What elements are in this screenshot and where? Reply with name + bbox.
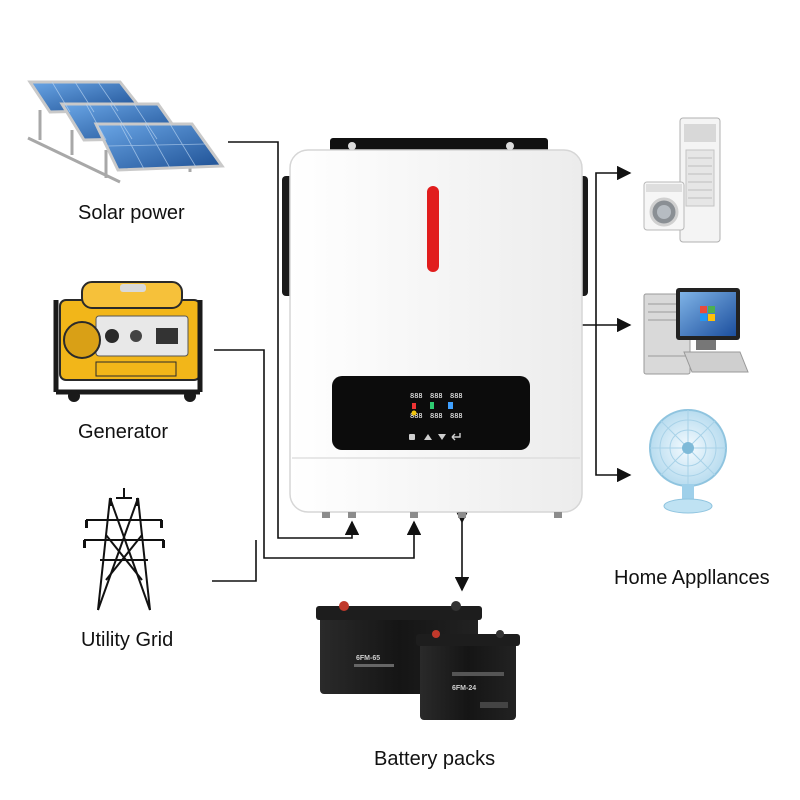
menu-button-icon [409,434,415,440]
solar-panel-icon [27,80,225,184]
utility-grid-label: Utility Grid [81,629,174,651]
solar-connection-line [228,141,360,539]
home-appliances-label: Home Appllances [614,567,770,589]
power-tower-icon [83,488,165,611]
lcd-readouts: 888 888 888 888 888 888 [410,392,463,420]
desktop-computer-icon [643,288,749,375]
down-button-icon [438,434,446,440]
lcd-readout-3: 888 [450,392,463,400]
lcd-readout-2: 888 [430,392,443,400]
enter-button-icon [451,433,461,441]
appliance-bus-line [582,165,632,326]
generator-connection-line [214,349,422,559]
battery-model-large: 6FM-65 [356,655,380,662]
generator-label: Generator [78,421,169,443]
lcd-display [332,376,530,450]
lcd-readout-5: 888 [430,412,443,420]
appliance-line-fan [595,325,632,483]
lcd-readout-1: 888 [410,392,423,400]
lcd-buttons [409,433,461,441]
lcd-readout-4: 888 [410,412,423,420]
fan-icon [649,409,727,514]
status-light-bar [427,186,439,272]
generator-icon [53,281,203,402]
inverter-terminals [322,512,562,518]
grid-connection-line [212,540,257,582]
connection-lines [212,141,632,592]
washing-machine-icon [643,181,685,231]
up-button-icon [424,434,432,440]
solar-power-label: Solar power [78,202,185,224]
inverter-unit: 888 888 888 888 888 888 [282,138,588,518]
lcd-readout-6: 888 [450,412,463,420]
battery-packs-label: Battery packs [374,748,496,770]
battery-model-small: 6FM-24 [452,685,476,692]
battery-icon: 6FM-65 6FM-24 [316,601,520,720]
air-conditioner-icon [679,117,721,243]
windows-logo-icon [700,306,715,321]
